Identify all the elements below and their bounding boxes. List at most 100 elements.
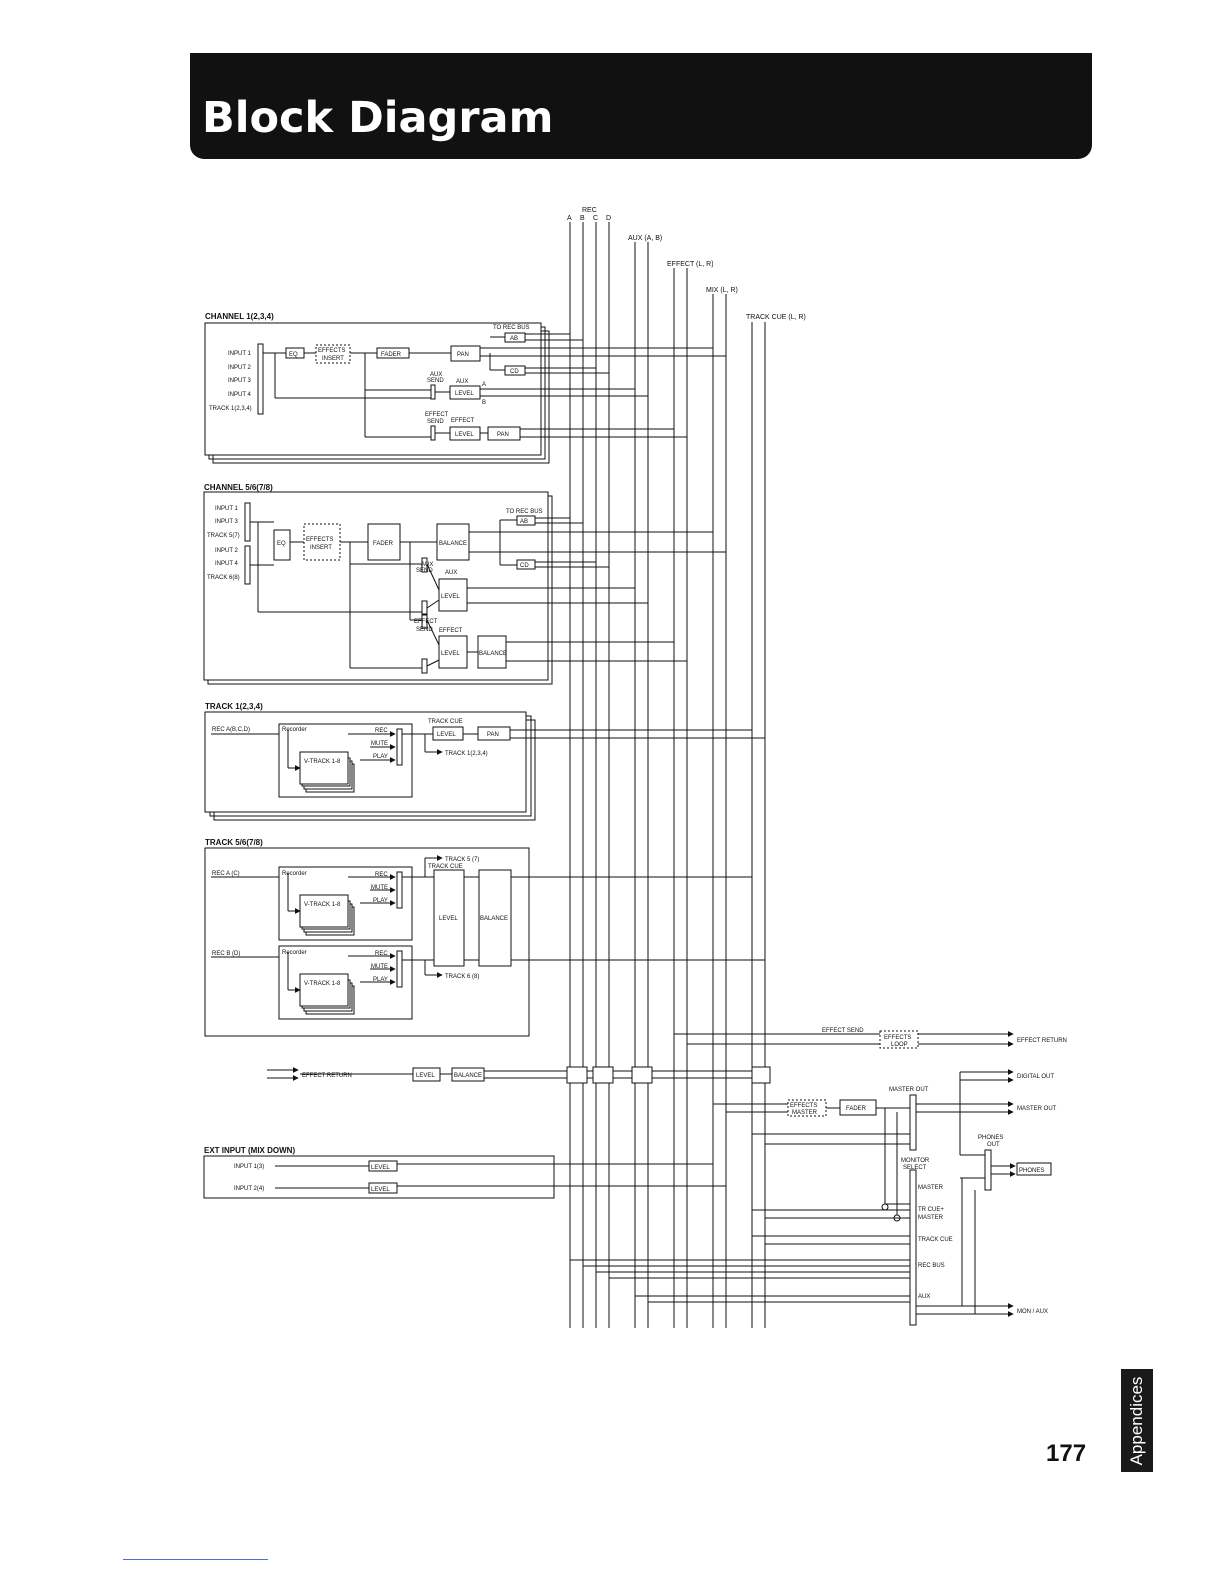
- tr5-level: LEVEL: [439, 916, 458, 922]
- tr1-level: LEVEL: [437, 732, 456, 738]
- ch1-input-4: INPUT 4: [228, 392, 252, 398]
- ch5-input-3: INPUT 3: [215, 519, 239, 525]
- tr5-track-cue: TRACK CUE: [428, 864, 463, 870]
- ch1-cd: CD: [510, 369, 519, 375]
- ch5-eff-send-2: SEND: [416, 627, 433, 633]
- ch5-eff-send-1: EFFECT: [414, 619, 438, 625]
- ch1-eff-send-2: SEND: [427, 419, 444, 425]
- ch1-insert: INSERT: [322, 356, 344, 362]
- tr1-vtrack: V-TRACK 1-8: [304, 759, 341, 765]
- effect-send-label: EFFECT SEND: [822, 1028, 864, 1034]
- channel-1-section: [204, 322, 726, 464]
- ch5-to-rec-bus: TO REC BUS: [506, 509, 543, 515]
- tr1-rec-label: REC: [375, 728, 388, 734]
- fx-loop-1: EFFECTS: [884, 1035, 911, 1041]
- appendices-tab: Appendices: [1121, 1369, 1153, 1472]
- ext-input-section: [203, 1155, 726, 1199]
- tr5-mute-label-a: MUTE: [371, 885, 388, 891]
- ch1-to-rec-bus: TO REC BUS: [493, 325, 530, 331]
- ch5-ab: AB: [520, 519, 528, 525]
- tr1-rec-input: REC A(B,C,D): [212, 727, 250, 733]
- digital-out: DIGITAL OUT: [1017, 1074, 1054, 1080]
- ch1-effect: EFFECT: [451, 418, 475, 424]
- ch5-input-4: INPUT 4: [215, 561, 239, 567]
- ch1-ab: AB: [510, 336, 518, 342]
- sel-master: MASTER: [918, 1185, 944, 1191]
- master-out: MASTER OUT: [1017, 1106, 1057, 1112]
- tr5-play-label-b: PLAY: [373, 977, 388, 983]
- page-title: Block Diagram: [202, 93, 554, 143]
- tr1-play-label: PLAY: [373, 754, 388, 760]
- tr5-mute-label-b: MUTE: [371, 964, 388, 970]
- sel-trcue-1: TR CUE+: [918, 1207, 944, 1213]
- effect-return-level: LEVEL: [416, 1073, 435, 1079]
- ch5-fader: FADER: [373, 541, 394, 547]
- title-bar: Block Diagram: [190, 53, 1092, 159]
- channel-5-section: [203, 491, 726, 685]
- tr5-vtrack-a: V-TRACK 1-8: [304, 902, 341, 908]
- effect-return-row: [267, 1066, 771, 1084]
- ch5-eff-level: LEVEL: [441, 651, 460, 657]
- ch1-input-3: INPUT 3: [228, 378, 252, 384]
- ch1-input-track: TRACK 1(2,3,4): [209, 406, 252, 412]
- ch1-effects: EFFECTS: [318, 348, 345, 354]
- ch1-eff-pan: PAN: [497, 432, 509, 438]
- ch5-title: CHANNEL 5/6(7/8): [204, 483, 273, 492]
- tr5-rec-label-a: REC: [375, 872, 388, 878]
- ch5-input-track5: TRACK 5(7): [207, 533, 240, 539]
- ch1-input-2: INPUT 2: [228, 365, 252, 371]
- master-fader: FADER: [846, 1106, 867, 1112]
- effect-return-balance: BALANCE: [454, 1073, 482, 1079]
- ext-level-2: LEVEL: [371, 1187, 390, 1193]
- ch5-input-2: INPUT 2: [215, 548, 239, 554]
- tr1-pan: PAN: [487, 732, 499, 738]
- tr1-mute-label: MUTE: [371, 741, 388, 747]
- monitor-select-1: MONITOR: [901, 1158, 930, 1164]
- tr5-balance: BALANCE: [480, 916, 508, 922]
- tr5-rec-b: REC B (D): [212, 951, 240, 957]
- ch5-aux-level: LEVEL: [441, 594, 460, 600]
- tr5-title: TRACK 5/6(7/8): [205, 838, 263, 847]
- tr1-track-cue: TRACK CUE: [428, 719, 463, 725]
- tr5-vtrack-b: V-TRACK 1-8: [304, 981, 341, 987]
- fx-master-2: MASTER: [792, 1110, 818, 1116]
- effect-bus-label: EFFECT (L, R): [667, 261, 714, 268]
- ch5-aux-send-1: AUX: [421, 562, 433, 568]
- ch5-eq: EQ: [277, 541, 286, 547]
- ch5-input-track6: TRACK 6(8): [207, 575, 240, 581]
- tr5-out6: TRACK 6 (8): [445, 974, 479, 980]
- ch5-balance: BALANCE: [439, 541, 467, 547]
- sel-trackcue: TRACK CUE: [918, 1237, 953, 1243]
- ch1-pan: PAN: [457, 352, 469, 358]
- track-1-section: [204, 711, 765, 821]
- monitor-select-2: SELECT: [903, 1165, 927, 1171]
- sel-aux: AUX: [918, 1294, 930, 1300]
- ext-title: EXT INPUT (MIX DOWN): [204, 1146, 295, 1155]
- master-out-node: MASTER OUT: [889, 1087, 929, 1093]
- phones-jack: PHONES: [1019, 1168, 1044, 1174]
- tr5-rec-a: REC A (C): [212, 871, 240, 877]
- ch1-aux-send-2: SEND: [427, 378, 444, 384]
- ext-in2: INPUT 2(4): [234, 1186, 264, 1192]
- fx-loop-2: LOOP: [891, 1042, 908, 1048]
- rec-bus-label: REC: [582, 207, 597, 214]
- ch5-eff-balance: BALANCE: [479, 651, 507, 657]
- rec-c-label: C: [593, 215, 598, 222]
- tr5-play-label-a: PLAY: [373, 898, 388, 904]
- ch1-input-1: INPUT 1: [228, 351, 252, 357]
- phones-out-2: OUT: [987, 1142, 1000, 1148]
- tr5-recorder-a: Recorder: [282, 871, 307, 877]
- aux-bus-label: AUX (A, B): [628, 235, 662, 242]
- phones-out-1: PHONES: [978, 1135, 1003, 1141]
- bus-lines: [569, 222, 766, 1328]
- rec-d-label: D: [606, 215, 611, 222]
- ch1-eff-level: LEVEL: [455, 432, 474, 438]
- ext-in1: INPUT 1(3): [234, 1164, 264, 1170]
- ch1-eff-send-1: EFFECT: [425, 412, 449, 418]
- ch5-effect: EFFECT: [439, 628, 463, 634]
- effect-return-out: EFFECT RETURN: [1017, 1038, 1067, 1044]
- ch1-title: CHANNEL 1(2,3,4): [205, 312, 274, 321]
- sel-trcue-2: MASTER: [918, 1215, 944, 1221]
- ext-level-1: LEVEL: [371, 1165, 390, 1171]
